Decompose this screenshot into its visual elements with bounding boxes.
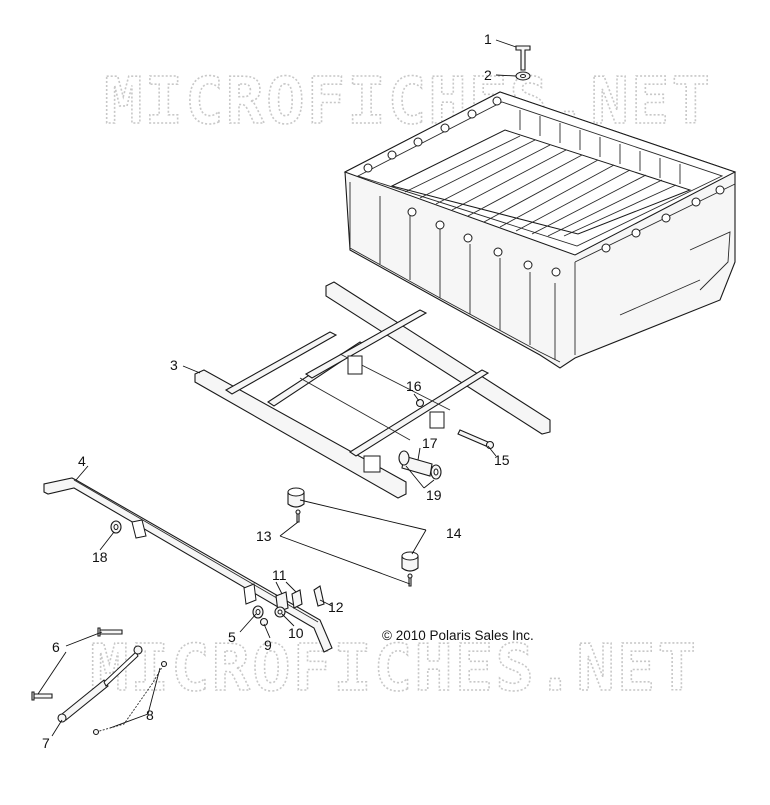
bracket-part-11: [243, 583, 303, 613]
bolt-part-15: [457, 429, 495, 450]
bumper-part-14: [287, 487, 419, 572]
callout-4: 4: [78, 453, 86, 469]
leader-lines: [37, 39, 517, 737]
washer-part-2: [515, 71, 531, 81]
frame-bracket-lower: [363, 455, 381, 473]
clip-part-18: [110, 520, 122, 534]
strut-part-7: [57, 645, 143, 723]
callout-18: 18: [92, 549, 108, 565]
frame-part-3: [194, 281, 551, 499]
frame-bracket-right: [429, 411, 445, 429]
nut-part-9: [259, 617, 269, 627]
watermark-top: MICROFICHES.NET: [104, 65, 712, 139]
callout-labels: 1 2 3 4 5 6 7 8 9 10 11 12 13 14 15 16 1…: [42, 31, 510, 751]
copyright-text: © 2010 Polaris Sales Inc.: [382, 628, 534, 643]
callout-13: 13: [256, 528, 272, 544]
frame-bracket-upper: [347, 355, 363, 375]
callout-7: 7: [42, 735, 50, 751]
rod-bracket: [131, 519, 147, 539]
bolt-part-12: [313, 585, 325, 607]
watermark-bottom: MICROFICHES.NET: [90, 632, 698, 706]
callout-19: 19: [426, 487, 442, 503]
callout-9: 9: [264, 637, 272, 653]
spacer-part-5: [252, 605, 264, 619]
callout-14: 14: [446, 525, 462, 541]
callout-5: 5: [228, 629, 236, 645]
callout-16: 16: [406, 378, 422, 394]
callout-10: 10: [288, 625, 304, 641]
callout-1: 1: [484, 31, 492, 47]
screw-part-13: [295, 509, 413, 587]
callout-2: 2: [484, 67, 492, 83]
pin-part-6: [31, 627, 123, 701]
callout-12: 12: [328, 599, 344, 615]
cargo-box: [343, 91, 737, 369]
bushing-part-19: [398, 450, 442, 480]
callout-3: 3: [170, 357, 178, 373]
callout-6: 6: [52, 639, 60, 655]
callout-17: 17: [422, 435, 438, 451]
bolt-part-1: [515, 45, 531, 71]
callout-11: 11: [272, 567, 287, 583]
nut-part-16: [415, 398, 425, 408]
callout-15: 15: [494, 452, 510, 468]
callout-8: 8: [146, 707, 154, 723]
